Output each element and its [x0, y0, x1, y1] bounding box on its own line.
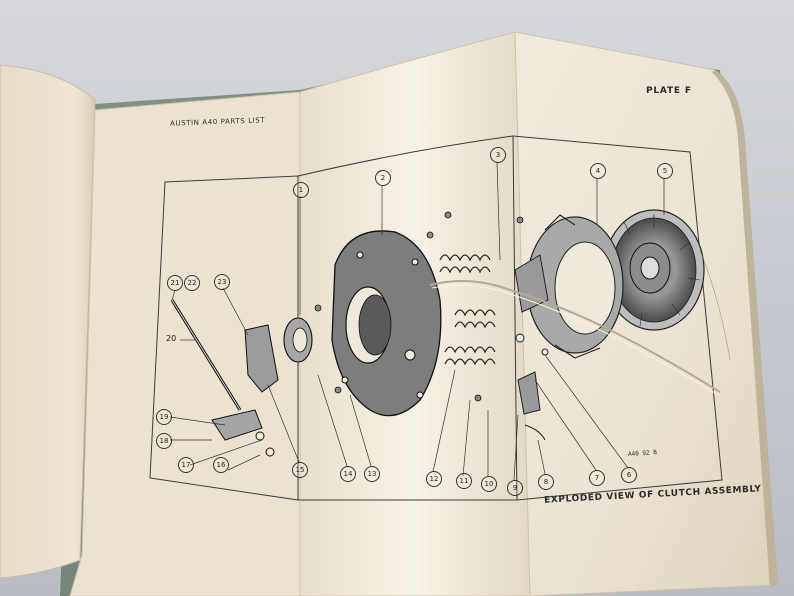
plate-label: PLATE F	[646, 86, 692, 96]
callout-9: 9	[507, 480, 523, 496]
callout-15: 15	[292, 462, 308, 478]
callout-16: 16	[213, 457, 229, 473]
callout-4: 4	[590, 163, 606, 179]
callout-13: 13	[364, 466, 380, 482]
callout-3: 3	[490, 147, 506, 163]
clutch-springs	[439, 254, 496, 366]
callout-12: 12	[426, 471, 442, 487]
leader-lines	[169, 161, 665, 481]
callout-5: 5	[657, 163, 673, 179]
callout-21: 21	[167, 275, 183, 291]
callout-14: 14	[340, 466, 356, 482]
callout-6: 6	[621, 467, 637, 483]
callout-20: 20	[166, 334, 177, 343]
callout-23: 23	[214, 274, 230, 290]
hardware-bits	[314, 211, 524, 402]
callout-1: 1	[293, 182, 309, 198]
clutch-disc	[603, 209, 705, 331]
release-bearing	[283, 317, 313, 363]
callout-11: 11	[456, 473, 472, 489]
release-fork	[170, 299, 279, 457]
callout-8: 8	[538, 474, 554, 490]
callout-18: 18	[156, 433, 172, 449]
callout-2: 2	[375, 170, 391, 186]
release-levers	[514, 254, 549, 441]
callout-17: 17	[178, 457, 194, 473]
callout-7: 7	[589, 470, 605, 486]
callout-22: 22	[184, 275, 200, 291]
callout-10: 10	[481, 476, 497, 492]
callout-19: 19	[156, 409, 172, 425]
clutch-cover	[331, 230, 442, 417]
